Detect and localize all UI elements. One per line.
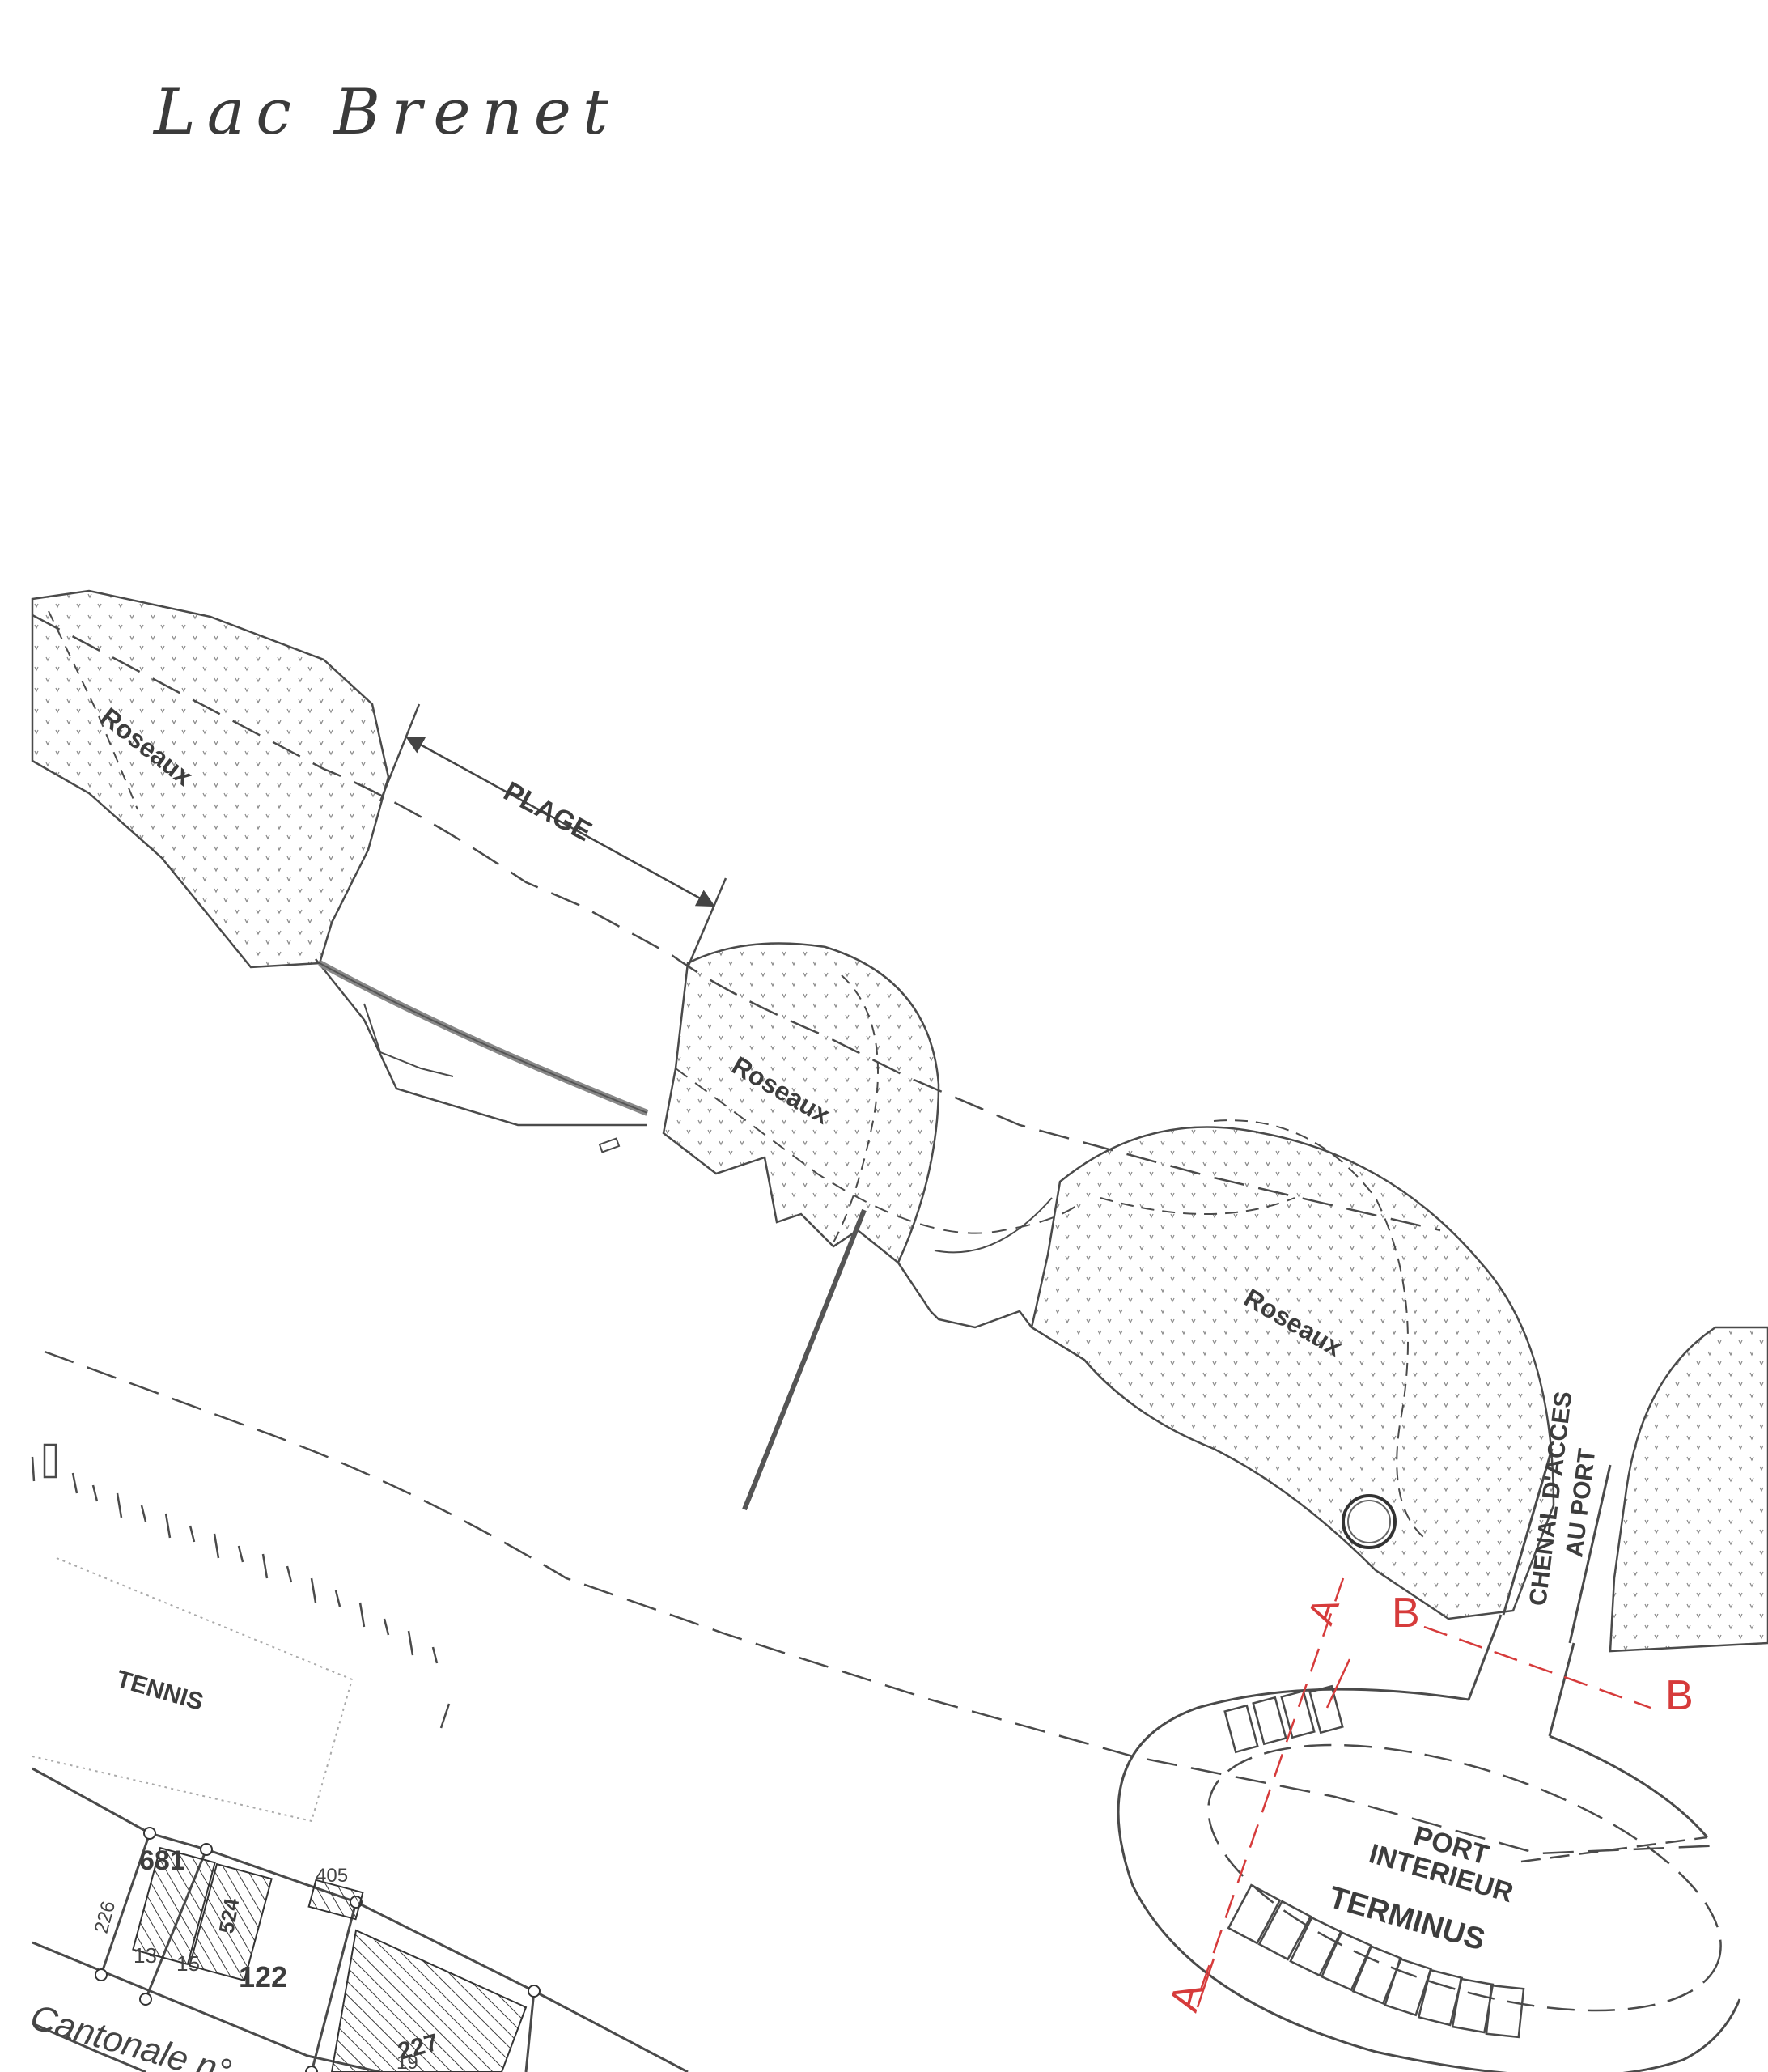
tennis-label: TENNIS xyxy=(113,1666,206,1716)
dashed-boundary-lines xyxy=(32,614,1724,1855)
shoreline xyxy=(315,958,1077,1329)
port-basin xyxy=(1117,1688,1741,2072)
moorings-north xyxy=(1223,1684,1344,1754)
parcel-15: 15 xyxy=(176,1951,200,1976)
beach-edge xyxy=(318,960,649,1116)
parcel-122: 122 xyxy=(239,1960,287,1993)
section-mark-b-left: B xyxy=(1392,1590,1420,1637)
tennis-court xyxy=(32,1557,354,1823)
section-mark-b-right: B xyxy=(1665,1672,1694,1719)
buoy-marker xyxy=(1342,1494,1397,1549)
parcel-405: 405 xyxy=(316,1865,348,1887)
cadastral-parcels xyxy=(32,1767,689,2072)
reed-area-2 xyxy=(662,942,940,1264)
road-label: Cantonale n° xyxy=(26,1998,235,2072)
moorings-south xyxy=(1227,1883,1525,2039)
section-line-a xyxy=(1196,1577,1351,2008)
plage-dimension xyxy=(379,703,727,968)
jetty xyxy=(742,1208,867,1511)
section-line-b xyxy=(1423,1625,1651,1709)
reed-area-3 xyxy=(1030,1119,1555,1620)
parcel-19: 19 xyxy=(396,2052,418,2072)
parcel-681: 681 xyxy=(139,1845,185,1876)
plage-label: PLAGE xyxy=(498,776,596,848)
embankment-ticks xyxy=(31,1443,451,1729)
reed-area-4 xyxy=(1609,1326,1768,1653)
small-structure xyxy=(598,1137,621,1153)
access-channel xyxy=(1467,1448,1612,1737)
parcel-13: 13 xyxy=(134,1943,157,1968)
map-title: Lac Brenet xyxy=(152,76,619,149)
reed-area-1 xyxy=(31,589,390,969)
section-mark-a-top: A xyxy=(1300,1592,1347,1630)
